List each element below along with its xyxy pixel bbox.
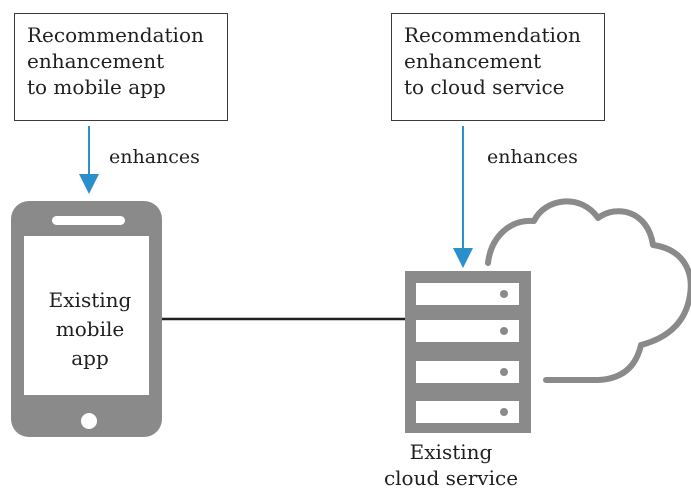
recommendation-box-cloud: Recommendation enhancement to cloud serv… — [391, 13, 605, 121]
mobile-phone-icon — [11, 201, 162, 437]
server-rack-icon — [405, 271, 531, 433]
cloud-service-label: Existing cloud service — [383, 440, 519, 490]
phone-screen — [24, 236, 149, 395]
server-led-3 — [500, 368, 508, 376]
server-unit-2 — [416, 320, 519, 342]
server-unit-1 — [416, 283, 519, 305]
server-unit-4 — [416, 401, 519, 423]
server-led-1 — [500, 290, 508, 298]
phone-label: Existing mobile app — [48, 288, 132, 370]
left-relation-label: enhances — [109, 146, 200, 168]
cloud-outline-icon — [485, 198, 691, 383]
server-unit-3 — [416, 361, 519, 383]
server-led-4 — [500, 408, 508, 416]
recommendation-box-mobile: Recommendation enhancement to mobile app — [14, 13, 228, 121]
phone-home-button — [81, 413, 97, 429]
right-relation-label: enhances — [487, 146, 578, 168]
server-led-2 — [500, 327, 508, 335]
phone-speaker-slot — [52, 216, 125, 225]
